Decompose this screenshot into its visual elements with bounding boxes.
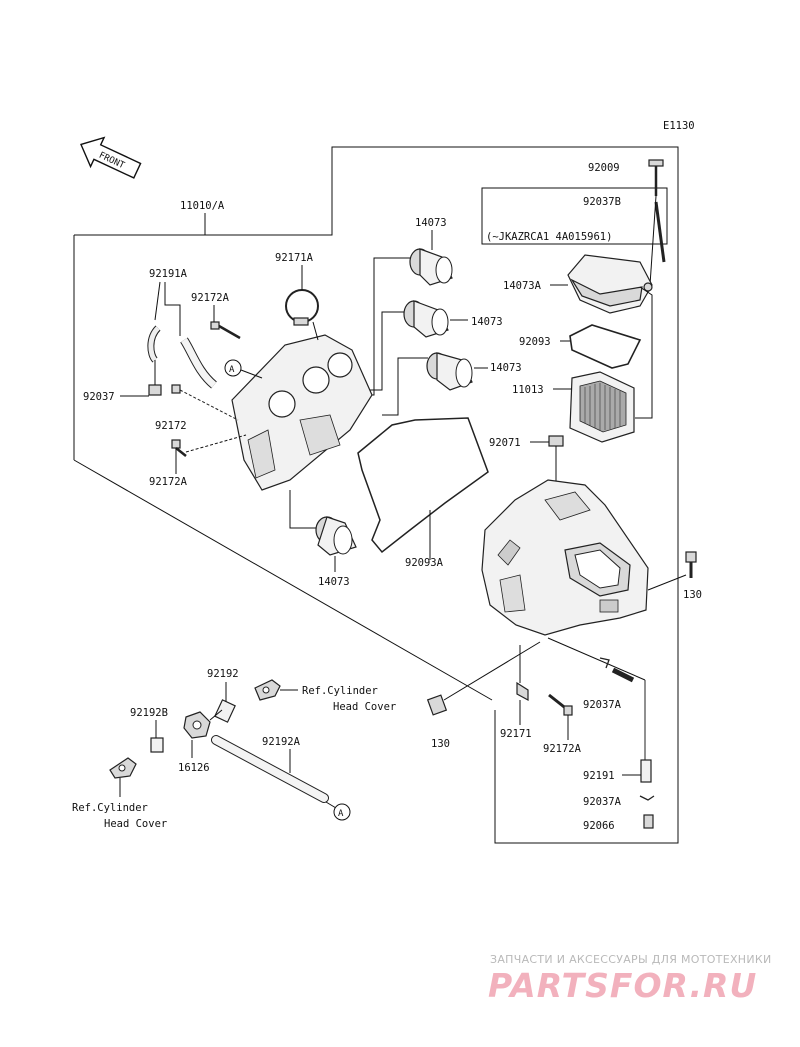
label-92172A-low: 92172A [149, 476, 188, 488]
ref1-line2: Head Cover [333, 701, 396, 713]
label-92037B: 92037B [583, 196, 621, 208]
label-92192: 92192 [207, 668, 239, 680]
ref1-line1: Ref.Cylinder [302, 685, 378, 697]
watermark-logo: PARTSFOR.RU [488, 966, 757, 1005]
leader-130-right [647, 574, 687, 591]
ref2-line1: Ref.Cylinder [72, 802, 148, 814]
screw-92009 [648, 159, 664, 196]
label-92037A-lower: 92037A [583, 796, 622, 808]
leader-boot-top [360, 257, 410, 396]
callout-a-bottom: A [325, 801, 351, 821]
callout-a-top-label: A [229, 365, 235, 375]
leader-92191A-left [154, 281, 161, 321]
gasket-92093A [357, 417, 489, 554]
hose-92192A [211, 735, 329, 803]
leader-boot-low [382, 357, 428, 416]
air-filter-element-11013 [569, 371, 635, 443]
clip-92037A-lower [639, 795, 655, 801]
hose-92191A [147, 325, 218, 389]
leader-boot-mid [366, 311, 404, 391]
serial-note: (~JKAZRCA1 4A015961) [486, 231, 612, 243]
label-92066: 92066 [583, 820, 615, 832]
label-92071: 92071 [489, 437, 521, 449]
label-14073-top: 14073 [415, 217, 447, 229]
fitting-ref-upper [254, 679, 281, 701]
leader-92171A-down [312, 321, 319, 341]
air-cleaner-housing [481, 479, 649, 636]
fitting-ref-lower [109, 757, 137, 779]
label-14073-bottom: 14073 [318, 576, 350, 588]
leader-130-bottom [443, 641, 541, 701]
front-arrow-icon: FRONT [80, 136, 142, 179]
leader-92172A-low-dash [185, 434, 247, 453]
grommet-92071 [548, 435, 564, 447]
holder-11010 [231, 334, 373, 491]
label-11013: 11013 [512, 384, 544, 396]
label-92191A: 92191A [149, 268, 188, 280]
label-130-right: 130 [683, 589, 702, 601]
callout-a-top: A [224, 359, 263, 379]
label-92171A: 92171A [275, 252, 314, 264]
label-130-bottom: 130 [431, 738, 450, 750]
group-label: 11010/A [180, 200, 225, 212]
label-92037: 92037 [83, 391, 115, 403]
label-14073-low: 14073 [490, 362, 522, 374]
label-92009: 92009 [588, 162, 620, 174]
bolt-130-right [685, 551, 697, 578]
clamp-92171 [516, 681, 529, 702]
label-92192A: 92192A [262, 736, 301, 748]
link-valve-tube [209, 709, 223, 721]
duct-boot-14073-low [426, 352, 473, 391]
clip-92037 [148, 384, 162, 396]
callout-a-bottom-label: A [338, 809, 344, 819]
clip-92037B [654, 201, 666, 263]
leader-boot-bottom [289, 490, 316, 529]
drain-leader [547, 637, 646, 681]
duct-boot-14073-mid [403, 300, 449, 338]
screw-92172A-top [210, 321, 241, 340]
label-92172: 92172 [155, 420, 187, 432]
drain-hose-92191 [611, 667, 652, 783]
bolt-130-bottom [426, 694, 448, 716]
leader-92191A [164, 282, 181, 336]
plug-92066 [643, 814, 654, 829]
clip-92037A-upper [599, 657, 610, 669]
duct-boot-14073-top [409, 248, 453, 286]
gasket-92093 [569, 324, 642, 369]
frame-diagonal [73, 459, 493, 701]
label-14073A: 14073A [503, 280, 542, 292]
screw-92172A-bottom [548, 693, 573, 716]
label-92037A-upper: 92037A [583, 699, 622, 711]
duct-boot-14073-bottom [315, 516, 357, 556]
label-92093: 92093 [519, 336, 551, 348]
screw-92172 [171, 384, 239, 421]
diagram-code: E1130 [663, 120, 695, 132]
label-16126: 16126 [178, 762, 210, 774]
watermark-tagline: ЗАПЧАСТИ И АКСЕССУАРЫ ДЛЯ МОТОТЕХНИКИ [490, 953, 772, 966]
clamp-92171A [285, 289, 319, 326]
ref2-line2: Head Cover [104, 818, 167, 830]
air-cleaner-cover-14073A [567, 254, 653, 314]
screw-92172A-low [171, 439, 187, 457]
label-92191: 92191 [583, 770, 615, 782]
label-92093A: 92093A [405, 557, 444, 569]
label-92171: 92171 [500, 728, 532, 740]
label-92172A-bottom: 92172A [543, 743, 582, 755]
valve-16126 [183, 711, 211, 739]
label-14073-mid: 14073 [471, 316, 503, 328]
label-92172A-top: 92172A [191, 292, 230, 304]
leader-92009 [649, 195, 657, 286]
tube-92192B [150, 737, 164, 753]
label-92192B: 92192B [130, 707, 168, 719]
tube-92192 [214, 699, 236, 723]
serial-box [481, 187, 668, 245]
leader-cover-right [635, 286, 653, 419]
group-frame [74, 146, 679, 844]
